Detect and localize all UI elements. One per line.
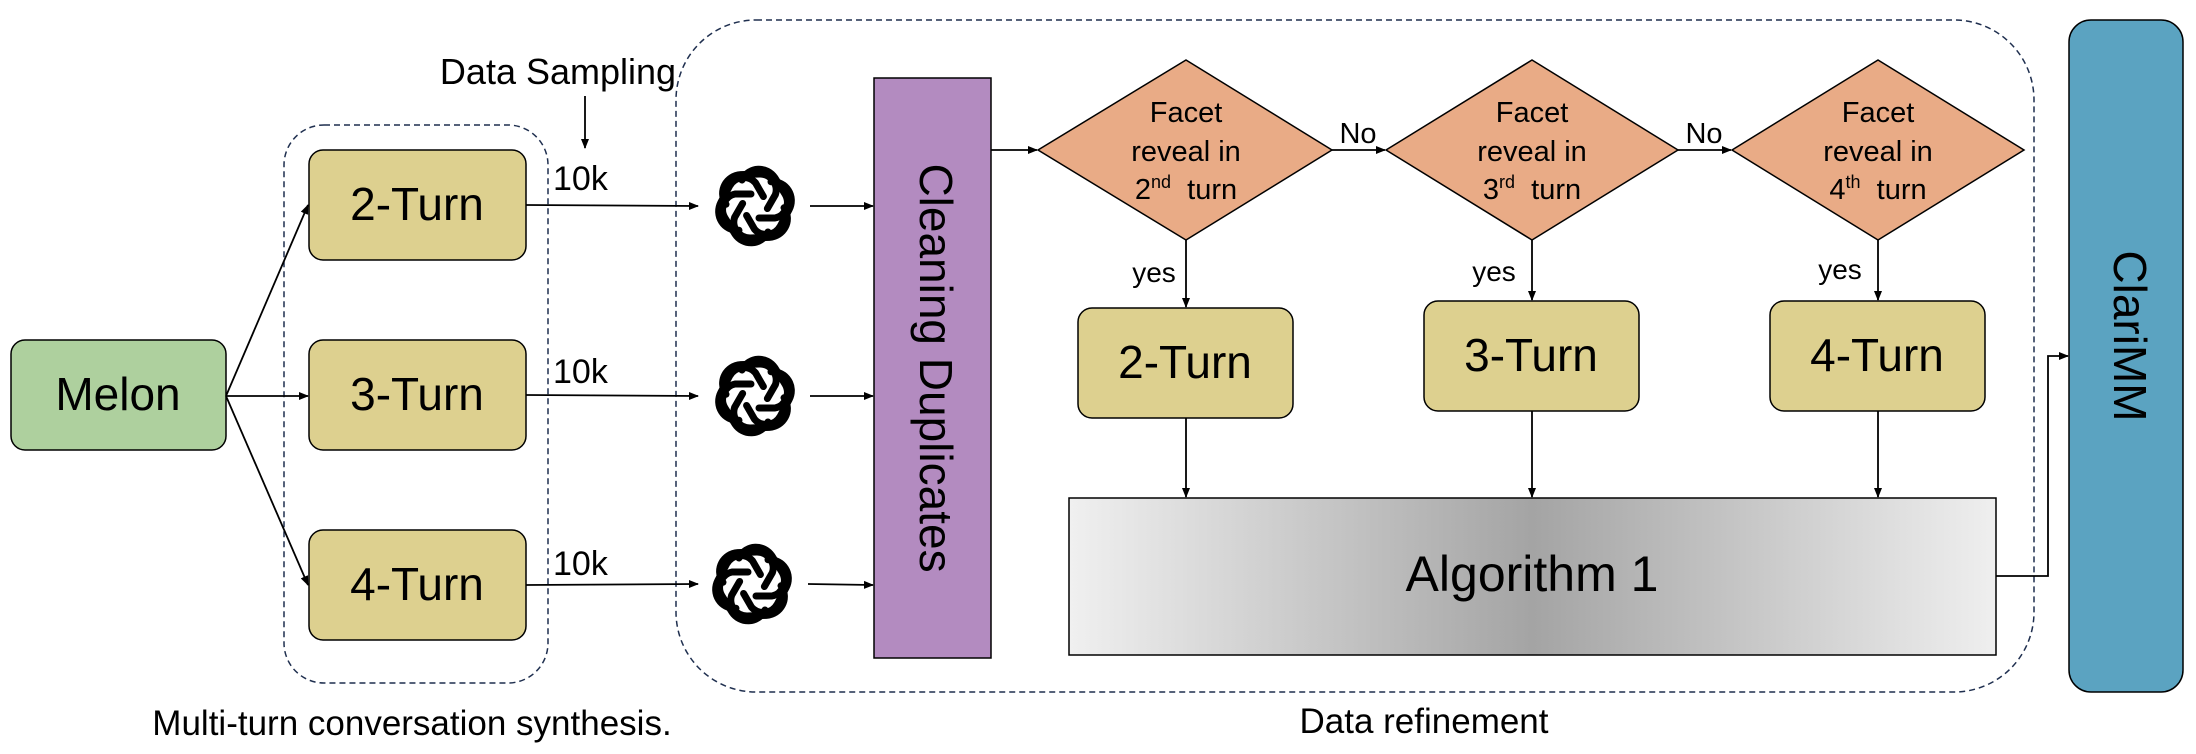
decision-line2: reveal in <box>1131 136 1241 168</box>
decision-line3: 4th turn <box>1829 172 1926 206</box>
decision-line1: Facet <box>1150 97 1223 129</box>
melon-node: Melon <box>10 339 227 451</box>
arrow-melon-2turn <box>225 204 309 397</box>
arrow-algorithm-clarimm <box>1996 352 2069 577</box>
result-box-3: 3-Turn <box>1423 300 1640 412</box>
count-label: 10k <box>553 160 609 198</box>
turn-box-3: 3-Turn <box>308 339 527 451</box>
arrow-4turn-model <box>525 580 699 589</box>
arrow-model-cleaning <box>807 580 874 589</box>
clarimm-label: ClariMM <box>2104 250 2156 421</box>
decision-line3: 3rd turn <box>1483 172 1581 206</box>
caption-synthesis: Multi-turn conversation synthesis. <box>152 704 671 743</box>
count-label: 10k <box>553 353 609 391</box>
arrow-3turn-model <box>525 391 699 400</box>
algorithm-label: Algorithm 1 <box>1406 546 1659 602</box>
decision-line3: 2nd turn <box>1135 172 1237 206</box>
yes-label: yes <box>1472 256 1516 287</box>
turn-label: 4-Turn <box>350 558 484 610</box>
clarimm-node: ClariMM <box>2068 19 2184 693</box>
decision-line2: reveal in <box>1477 136 1587 168</box>
turn-box-4: 4-Turn <box>308 529 527 641</box>
decision-diamond-2nd: Facet reveal in 2nd turn <box>1036 59 1334 241</box>
cleaning-duplicates-node: Cleaning Duplicates <box>873 77 992 659</box>
decision-line1: Facet <box>1496 97 1569 129</box>
turn-label: 3-Turn <box>350 368 484 420</box>
refinement-group <box>675 19 2035 693</box>
arrow-2turn-model <box>525 201 699 210</box>
decision-diamond-3rd: Facet reveal in 3rd turn <box>1384 59 1680 241</box>
result-label: 4-Turn <box>1810 329 1944 381</box>
openai-icon <box>707 160 803 253</box>
cleaning-label: Cleaning Duplicates <box>910 163 962 572</box>
result-box-2: 2-Turn <box>1077 307 1294 419</box>
result-label: 2-Turn <box>1118 336 1252 388</box>
openai-icon <box>704 538 800 631</box>
no-label: No <box>1339 118 1376 150</box>
caption-refinement: Data refinement <box>1299 702 1548 741</box>
turn-box-2: 2-Turn <box>308 149 527 261</box>
algorithm-node: Algorithm 1 <box>1068 497 1997 656</box>
yes-label: yes <box>1132 257 1176 288</box>
result-label: 3-Turn <box>1464 329 1598 381</box>
result-box-4: 4-Turn <box>1769 300 1986 412</box>
yes-label: yes <box>1818 254 1862 285</box>
no-label: No <box>1685 118 1722 150</box>
decision-line1: Facet <box>1842 97 1915 129</box>
melon-label: Melon <box>55 368 180 420</box>
data-sampling-label: Data Sampling <box>440 51 676 92</box>
count-label: 10k <box>553 545 609 583</box>
synthesis-group <box>283 124 549 684</box>
decision-diamond-4th: Facet reveal in 4th turn <box>1730 59 2026 241</box>
decision-line2: reveal in <box>1823 136 1933 168</box>
arrow-melon-4turn <box>225 395 309 586</box>
turn-label: 2-Turn <box>350 178 484 230</box>
openai-icon <box>707 350 803 443</box>
